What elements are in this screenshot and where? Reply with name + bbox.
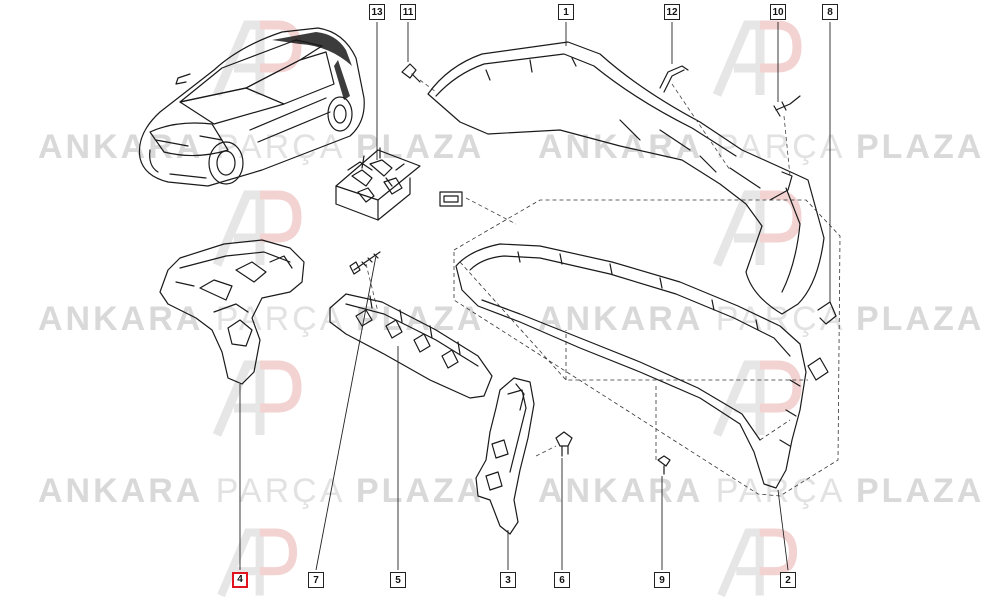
part-11-push-clip-icon — [401, 63, 421, 83]
part-13-clip-kit-icon — [335, 147, 421, 221]
callout-10[interactable]: 10 — [770, 4, 786, 20]
callout-label: 8 — [827, 7, 833, 18]
callout-label: 2 — [785, 575, 791, 586]
leader-2 — [777, 489, 789, 571]
part-8-clip-icon — [807, 301, 837, 381]
callout-label: 7 — [313, 575, 319, 586]
callout-label: 12 — [666, 7, 678, 18]
part-1-upper-bumper-icon — [427, 41, 825, 315]
callout-label: 6 — [559, 575, 565, 586]
leader-7 — [315, 255, 377, 571]
callout-12[interactable]: 12 — [664, 4, 680, 20]
callout-label: 4 — [237, 574, 243, 585]
callout-6[interactable]: 6 — [554, 572, 570, 588]
part-9-screw-icon — [657, 455, 671, 475]
callout-label: 3 — [505, 575, 511, 586]
callout-label: 10 — [772, 7, 784, 18]
part-6-bolt-icon — [555, 431, 573, 457]
callout-9[interactable]: 9 — [654, 572, 670, 588]
callout-4[interactable]: 4 — [232, 572, 248, 588]
callout-5[interactable]: 5 — [390, 572, 406, 588]
part-10-rivet-icon — [773, 95, 801, 117]
callout-11[interactable]: 11 — [400, 4, 416, 20]
callout-1[interactable]: 1 — [558, 4, 574, 20]
part-4-bracket-icon — [159, 239, 305, 385]
part-3-side-bracket-icon — [475, 377, 535, 535]
assembly-outline — [453, 199, 841, 497]
part-5-absorber-icon — [329, 293, 493, 399]
part-12-strap-icon — [659, 65, 689, 93]
car-overview-icon — [138, 27, 365, 187]
callout-label: 11 — [402, 7, 414, 18]
callout-13[interactable]: 13 — [369, 4, 385, 20]
callout-3[interactable]: 3 — [500, 572, 516, 588]
callout-8[interactable]: 8 — [822, 4, 838, 20]
gasket-icon — [439, 191, 463, 207]
part-2-lower-bumper-icon — [455, 243, 807, 489]
callout-label: 1 — [563, 7, 569, 18]
callout-7[interactable]: 7 — [308, 572, 324, 588]
callout-2[interactable]: 2 — [780, 572, 796, 588]
part-7-screw-icon — [349, 251, 381, 275]
callout-label: 9 — [659, 575, 665, 586]
callout-label: 5 — [395, 575, 401, 586]
callout-label: 13 — [371, 7, 383, 18]
